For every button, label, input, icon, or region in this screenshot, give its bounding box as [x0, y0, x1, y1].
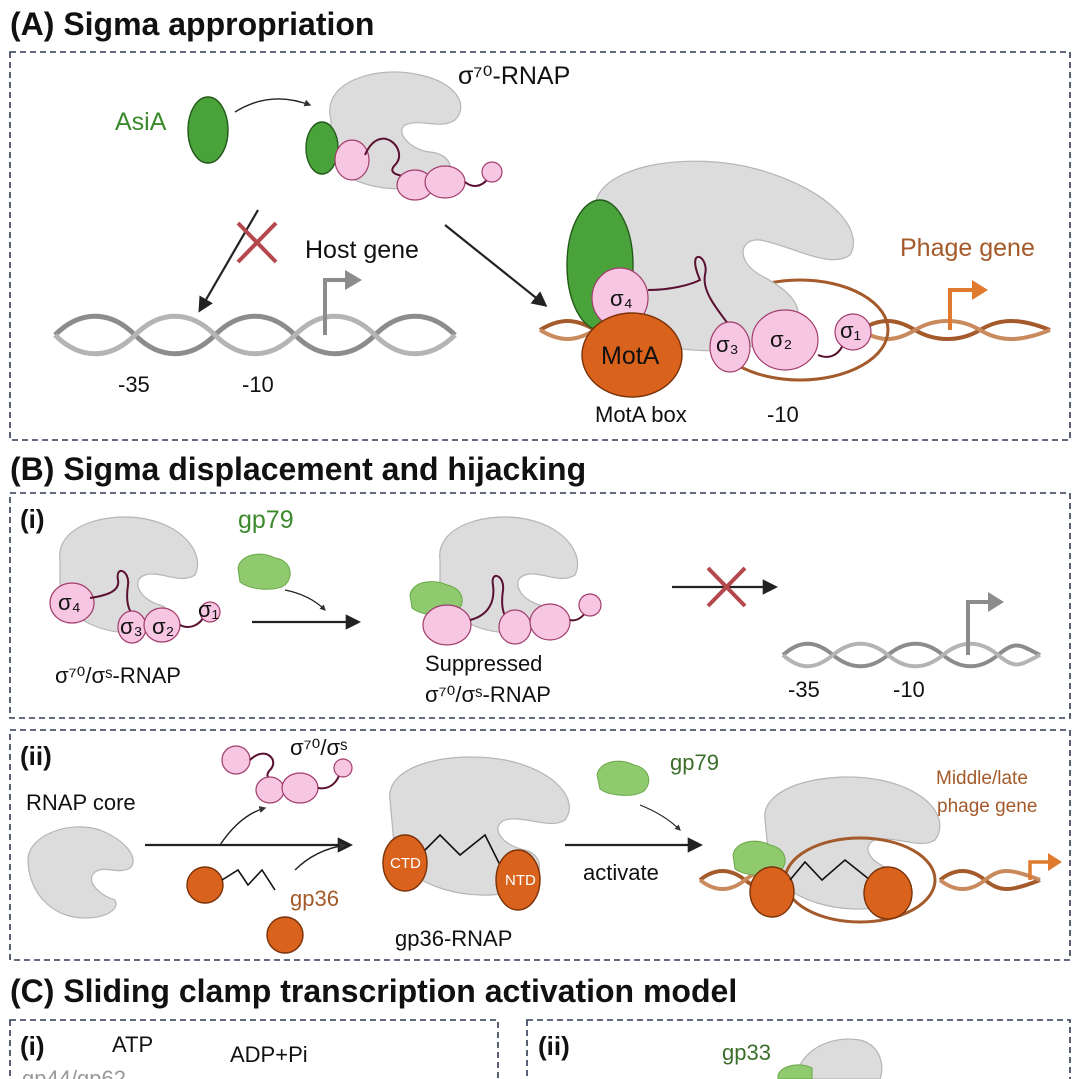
middle-late-label: Middle/late: [936, 768, 1028, 789]
b-ii-gp79-label: gp79: [670, 750, 719, 775]
sigma70-rnap-b-i: [49, 516, 221, 644]
b-minus35: -35: [788, 677, 820, 702]
sigma70-rnap-label: σ⁷⁰-RNAP: [458, 62, 570, 90]
panel-b-i-roman: (i): [20, 504, 45, 534]
activated-complex: [698, 776, 1041, 924]
asia-protein: [187, 96, 229, 164]
asia-label: AsiA: [115, 108, 167, 136]
released-sigma: [221, 745, 353, 804]
gp79-activate-arrow: [639, 804, 681, 831]
gp44-label: gp44/gp62: [22, 1066, 126, 1079]
panel-a-title: (A) Sigma appropriation: [10, 6, 374, 42]
late-gene-promoter-arrow-icon: [1028, 853, 1062, 880]
b-i-gp79-label: gp79: [238, 506, 294, 534]
gp36-label: gp36: [290, 886, 339, 911]
asia-binding-arrow: [234, 98, 312, 113]
rnap-core-label: RNAP core: [26, 790, 136, 815]
suppressed-label: Suppressed: [425, 651, 542, 676]
panel-c-ii-box: [526, 1019, 1071, 1079]
phage-gene-late-label: phage gene: [937, 796, 1037, 817]
gp33-protein: [777, 1064, 813, 1079]
host-minus10: -10: [242, 372, 274, 397]
activate-label: activate: [583, 860, 659, 885]
b-promoter-arrow-icon: [966, 592, 1004, 655]
ntd-label: NTD: [505, 872, 536, 889]
sigma4-label: σ₄: [610, 286, 633, 311]
panel-a-box: [9, 51, 1071, 441]
host-gene-arrow: [198, 209, 259, 313]
b-i-rnap-label: σ⁷⁰/σˢ-RNAP: [55, 663, 181, 688]
ctd-label: CTD: [390, 855, 421, 872]
gp36-bind-arrow: [294, 842, 347, 871]
panel-b-ii-box: [9, 729, 1071, 961]
panel-b-ii-roman: (ii): [20, 741, 52, 771]
host-minus35: -35: [118, 372, 150, 397]
panel-b-i-box: [9, 492, 1071, 719]
b-sigma2-label: σ₂: [152, 614, 174, 639]
sigma2-label: σ₂: [770, 327, 792, 352]
sigma3-label: σ₃: [716, 332, 739, 357]
sigma1-label: σ₁: [840, 318, 861, 343]
blocked-x-icon: [236, 221, 278, 264]
mota-label: MotA: [601, 342, 660, 370]
b-sigma4-label: σ₄: [58, 590, 81, 615]
mota-box-label: MotA box: [595, 402, 687, 427]
panel-b-title: (B) Sigma displacement and hijacking: [10, 451, 586, 487]
host-promoter-arrow-icon: [323, 270, 362, 335]
sigma70-rnap-small: [305, 71, 503, 201]
b-sigma1-label: σ₁: [198, 597, 219, 622]
b-minus10: -10: [893, 677, 925, 702]
sigma-release-arrow: [219, 806, 267, 846]
phage-minus10: -10: [767, 402, 799, 427]
panel-c-title: (C) Sliding clamp transcription activati…: [10, 973, 737, 1009]
blocked-x-icon-b: [706, 566, 747, 608]
gp36-rnap: [382, 756, 570, 911]
atp-label: ATP: [112, 1032, 153, 1057]
sigma70-rnap-complex: [566, 160, 872, 398]
panel-c-ii-roman: (ii): [538, 1031, 570, 1061]
b-sigma3-label: σ₃: [120, 614, 143, 639]
gp36-protein: [186, 866, 304, 954]
gp79-protein: [237, 553, 291, 590]
suppressed-rnap-label: σ⁷⁰/σˢ-RNAP: [425, 682, 551, 707]
adp-label: ADP+Pi: [230, 1042, 308, 1067]
gp33-label: gp33: [722, 1040, 771, 1065]
gp79-protein-ii: [596, 760, 650, 796]
phage-promoter-arrow-icon: [948, 280, 988, 330]
rnap-core: [27, 826, 134, 919]
host-gene-label: Host gene: [305, 236, 419, 264]
phage-gene-label: Phage gene: [900, 234, 1035, 262]
released-sigma-label: σ⁷⁰/σˢ: [290, 735, 348, 760]
host-dna-helix: [53, 313, 457, 357]
suppressed-rnap: [409, 516, 602, 646]
phage-gene-arrow: [444, 224, 548, 307]
b-host-dna-helix: [781, 641, 1041, 669]
panel-c-i-roman: (i): [20, 1031, 45, 1061]
gp79-bind-arrow: [284, 589, 326, 611]
panel-c-i-box: [9, 1019, 499, 1079]
gp36-rnap-label: gp36-RNAP: [395, 926, 512, 951]
c-rnap-partial: [794, 1038, 883, 1079]
